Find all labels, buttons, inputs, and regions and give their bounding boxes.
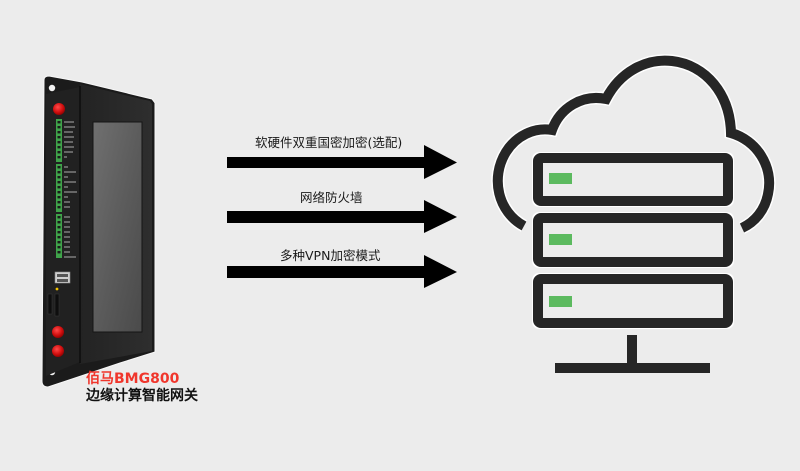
- display-screen: [92, 121, 143, 333]
- device-description-label: 边缘计算智能网关: [86, 388, 198, 404]
- server-indicator-light: [549, 173, 572, 184]
- server-indicator-light: [549, 296, 572, 307]
- arrow-right-icon: [227, 145, 457, 179]
- terminal-block: [56, 119, 77, 258]
- server-unit-1: [532, 152, 734, 207]
- antenna-connector-mid: [52, 326, 64, 338]
- feature-label-vpn: 多种VPN加密模式: [280, 248, 381, 263]
- feature-label-encryption: 软硬件双重国密加密(选配): [255, 135, 403, 150]
- arrow-right-icon: [227, 255, 457, 288]
- port-panel: [46, 87, 80, 376]
- server-unit-3: [532, 273, 734, 329]
- network-stand-base: [555, 363, 710, 373]
- network-stand-post: [627, 335, 637, 365]
- usb-port: [54, 271, 71, 284]
- server-unit-2: [532, 212, 734, 268]
- device-model-label: 佰马BMG800: [86, 371, 180, 387]
- sim-slot: [47, 293, 53, 315]
- status-led: [55, 287, 59, 291]
- antenna-connector-top: [53, 103, 65, 115]
- card-slot: [54, 293, 60, 317]
- mounting-hole-top: [48, 84, 56, 92]
- antenna-connector-bottom: [52, 345, 64, 357]
- arrow-right-icon: [227, 200, 457, 233]
- server-indicator-light: [549, 234, 572, 245]
- feature-label-firewall: 网络防火墙: [300, 190, 363, 205]
